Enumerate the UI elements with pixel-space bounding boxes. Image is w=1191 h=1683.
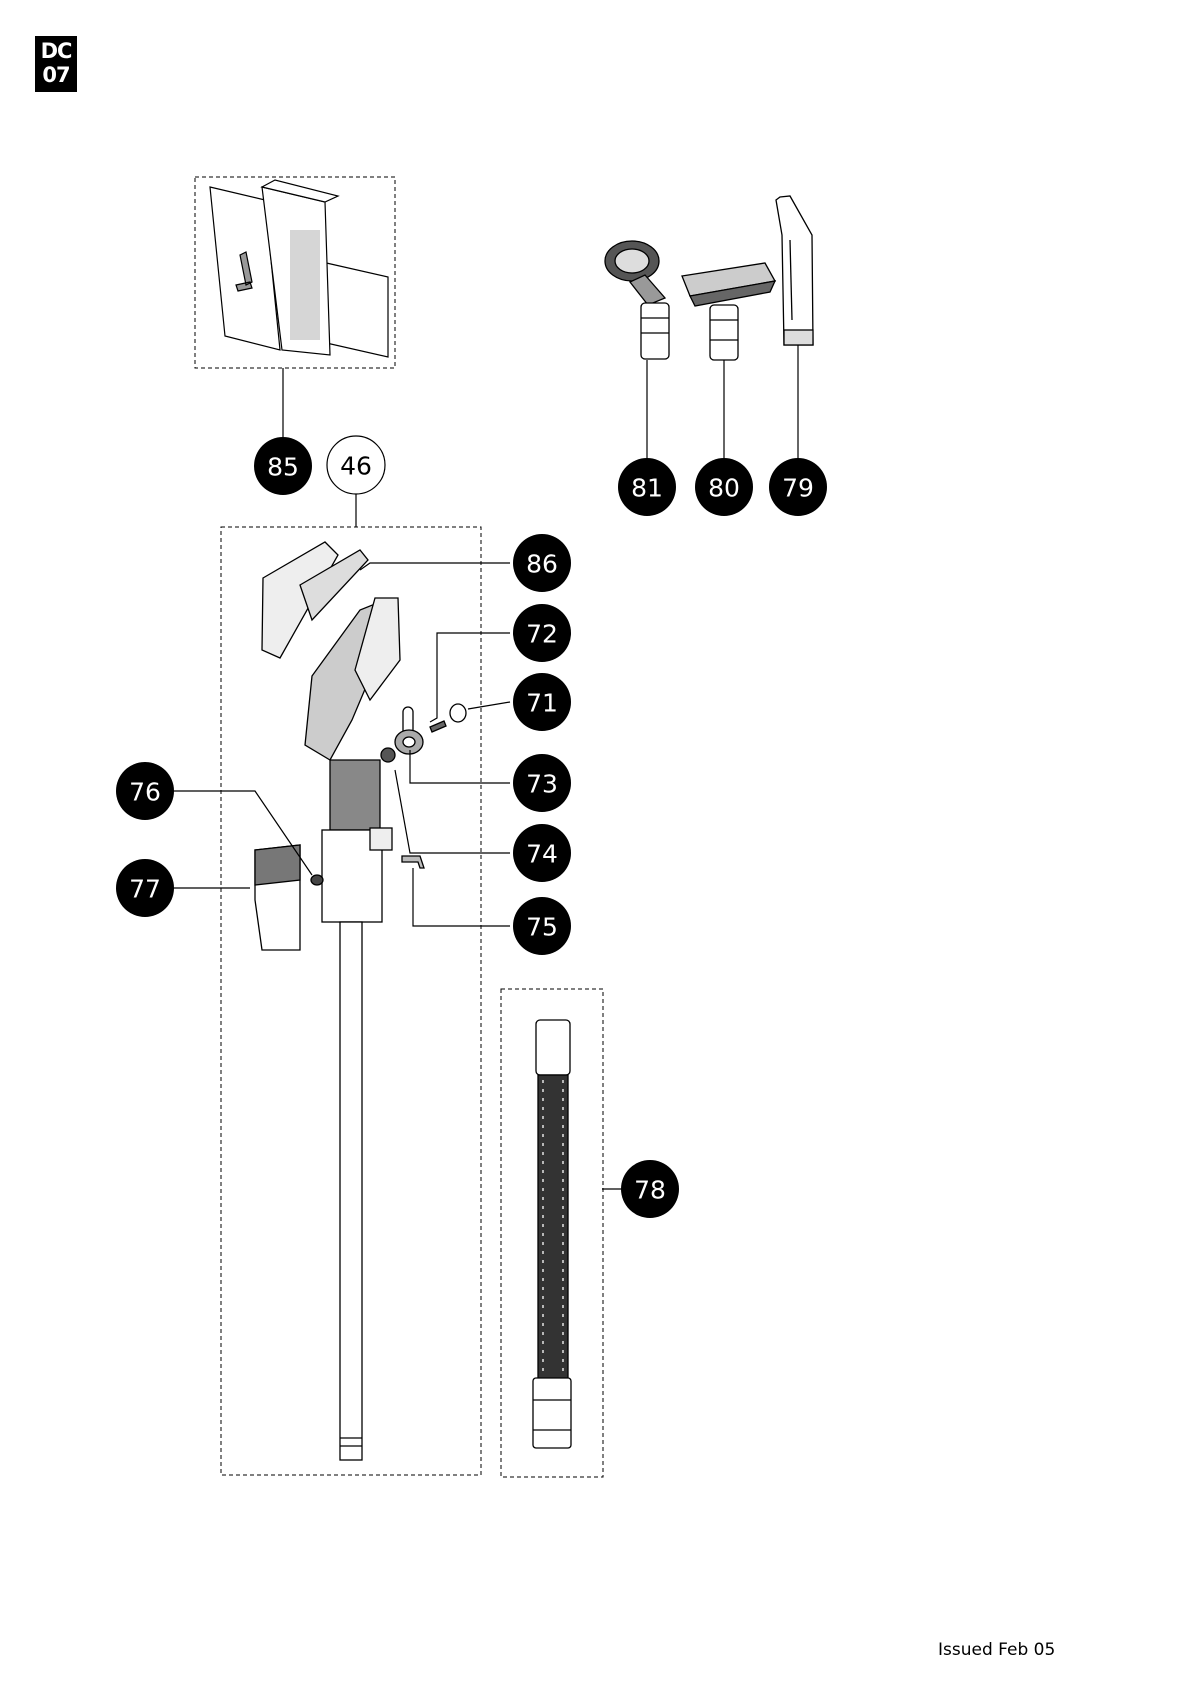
callout-76: 76: [116, 762, 174, 820]
callout-71: 71: [513, 673, 571, 731]
dc07-logo: DC 07: [35, 36, 77, 92]
user-manual-illustration: [209, 179, 389, 358]
callout-label: 78: [634, 1176, 666, 1205]
hose-illustration: [532, 1019, 572, 1449]
callout-46: 46: [326, 435, 386, 495]
callout-label: 85: [267, 453, 299, 482]
callout-81: 81: [618, 458, 676, 516]
clip-part-illustration: [254, 844, 301, 951]
wand-assembly-group-box: [220, 526, 482, 1476]
callout-label: 74: [526, 840, 558, 869]
callout-75: 75: [513, 897, 571, 955]
callout-label: 46: [340, 452, 372, 481]
callout-label: 80: [708, 474, 740, 503]
stair-tool-illustration: [681, 262, 777, 361]
callout-80: 80: [695, 458, 753, 516]
wand-handle-illustration: [261, 541, 401, 1461]
crevice-tool-illustration: [775, 195, 814, 346]
logo-line-1: DC: [40, 39, 73, 63]
dusting-brush-illustration: [604, 240, 670, 360]
hose-group-box: [500, 988, 604, 1478]
callout-79: 79: [769, 458, 827, 516]
callout-74: 74: [513, 824, 571, 882]
issued-date: Issued Feb 05: [938, 1640, 1056, 1660]
small-parts-illustration: [310, 703, 467, 886]
callout-86: 86: [513, 534, 571, 592]
callout-label: 79: [782, 474, 814, 503]
callout-label: 77: [129, 875, 161, 904]
callout-label: 86: [526, 550, 558, 579]
callout-label: 73: [526, 770, 558, 799]
leader-lines: [167, 345, 799, 1190]
callout-label: 76: [129, 778, 161, 807]
manual-group-box: [194, 176, 396, 369]
logo-line-2: 07: [42, 63, 70, 87]
callout-72: 72: [513, 604, 571, 662]
callout-label: 72: [526, 620, 558, 649]
callout-label: 71: [526, 689, 558, 718]
callout-label: 81: [631, 474, 663, 503]
callout-78: 78: [621, 1160, 679, 1218]
callout-77: 77: [116, 859, 174, 917]
callout-85: 85: [254, 437, 312, 495]
callout-73: 73: [513, 754, 571, 812]
callout-label: 75: [526, 913, 558, 942]
